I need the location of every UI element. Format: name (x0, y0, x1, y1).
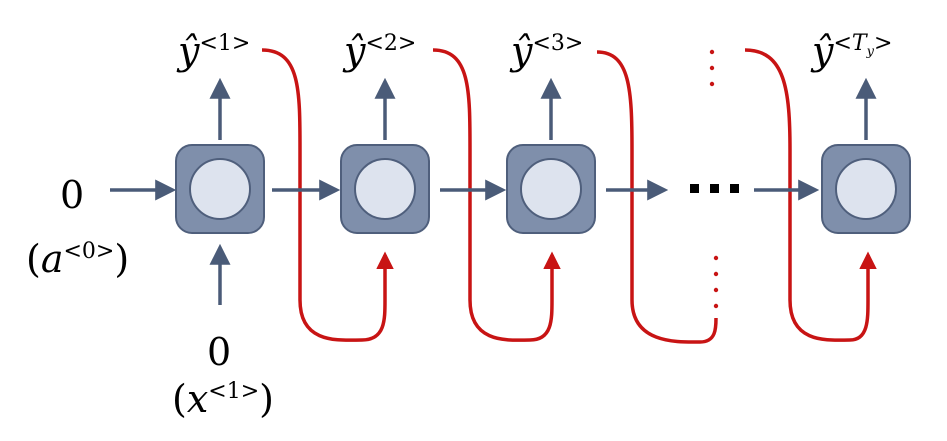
output-symbol: ŷ (178, 29, 200, 73)
red-dot (713, 255, 719, 261)
rnn-cell-1 (175, 144, 265, 234)
output-symbol: ŷ (344, 29, 366, 73)
rnn-cell-3 (506, 144, 596, 234)
red-dot (709, 81, 715, 87)
red-dot (713, 287, 719, 293)
feedback-curve-1 (261, 48, 394, 342)
output-label-1: ŷ<1> (178, 32, 250, 70)
output-symbol: ŷ (812, 29, 834, 73)
output-label-2: ŷ<2> (344, 32, 416, 70)
initial-input-label: (x<1>) (172, 377, 274, 421)
red-dot (709, 49, 715, 55)
output-label-3: ŷ<3> (511, 32, 583, 70)
ellipsis-dot (690, 184, 699, 193)
feedback-curve-2 (432, 48, 561, 342)
ellipsis-dot (710, 184, 719, 193)
output-timestep: <Ty> (833, 31, 893, 60)
red-dot (713, 303, 719, 309)
output-timestep: <1> (199, 31, 251, 56)
feedback-curve-4 (744, 48, 877, 342)
feedback-paths (261, 48, 877, 344)
initial-input-value: 0 (207, 330, 232, 374)
output-timestep: <2> (365, 31, 417, 56)
hidden-state-circle (520, 158, 582, 220)
ellipsis-dot (730, 184, 739, 193)
rnn-cell-2 (340, 144, 430, 234)
output-arrows (209, 77, 877, 140)
hidden-state-circle (835, 158, 897, 220)
output-label-4: ŷ<Ty> (812, 32, 892, 72)
ellipsis-dots (690, 184, 739, 193)
initial-state-label: (a<0>) (26, 237, 130, 281)
red-dot (713, 271, 719, 277)
initial-state-value: 0 (60, 173, 85, 217)
output-symbol: ŷ (511, 29, 533, 73)
rnn-cells (175, 144, 911, 234)
hidden-state-circle (189, 158, 251, 220)
red-dot (709, 65, 715, 71)
output-timestep: <3> (532, 31, 584, 56)
feedback-curve-3 (596, 50, 718, 344)
hidden-state-circle (354, 158, 416, 220)
rnn-cell-4 (821, 144, 911, 234)
